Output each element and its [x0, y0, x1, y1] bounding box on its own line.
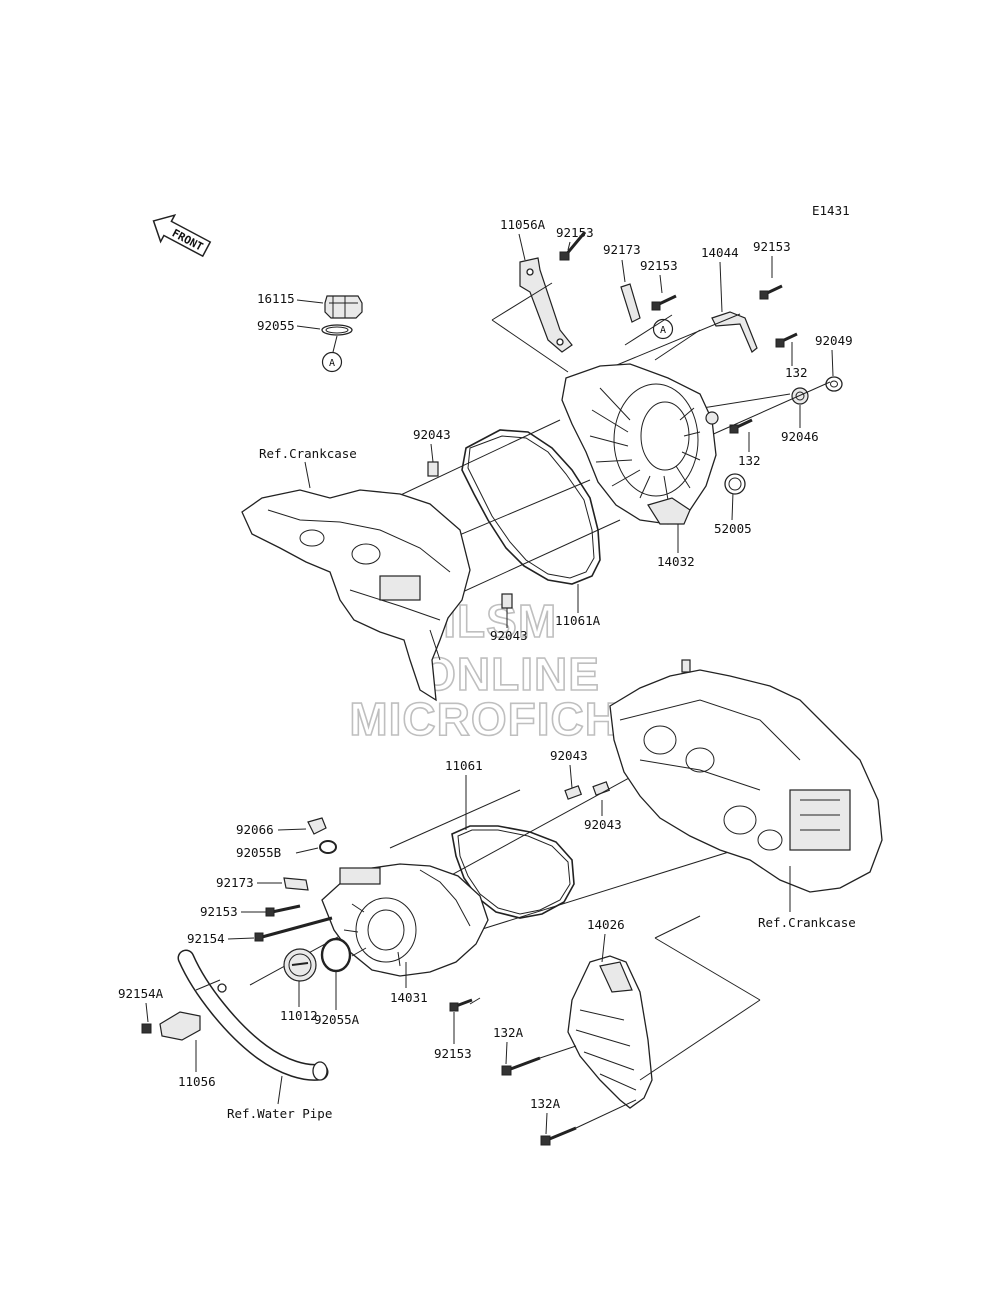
- label-132A-a: 132A: [493, 1025, 524, 1040]
- label-14026: 14026: [587, 917, 625, 932]
- label-132A-b: 132A: [530, 1096, 561, 1111]
- oil-filler-cap: [324, 295, 363, 319]
- label-92154A: 92154A: [118, 986, 164, 1001]
- label-92153-e: 92153: [434, 1046, 472, 1061]
- seal-92046: [791, 387, 809, 405]
- bolt-92154: [254, 916, 333, 942]
- label-14044: 14044: [701, 245, 739, 260]
- label-92153-b: 92153: [640, 258, 678, 273]
- timing-cap-11012: [283, 948, 317, 982]
- bracket-14044: [711, 311, 758, 353]
- water-pipe: [177, 949, 329, 1081]
- label-132-b: 132: [738, 453, 761, 468]
- dowel-92043-a: [427, 461, 439, 477]
- diagram-code: E1431: [812, 203, 850, 218]
- label-92055B: 92055B: [236, 845, 281, 860]
- front-arrow-icon: FRONT: [152, 214, 212, 258]
- ref-mark-a-right: A: [652, 318, 674, 340]
- label-16115: 16115: [257, 291, 295, 306]
- label-11056: 11056: [178, 1074, 216, 1089]
- label-92153-d: 92153: [200, 904, 238, 919]
- sprocket-cover-14026: [567, 955, 653, 1109]
- label-92043-a: 92043: [413, 427, 451, 442]
- pin-92173-a: [620, 283, 641, 323]
- label-11061A: 11061A: [555, 613, 601, 628]
- watermark-line-2: ONLINE: [420, 648, 600, 700]
- generator-cover-14031: [321, 863, 489, 977]
- label-92055A: 92055A: [314, 1012, 360, 1027]
- label-14031: 14031: [390, 990, 428, 1005]
- label-11056A: 11056A: [500, 217, 546, 232]
- bolt-92153-c: [759, 284, 783, 300]
- ref-crankcase-a: Ref.Crankcase: [259, 446, 357, 461]
- label-92153-c: 92153: [753, 239, 791, 254]
- ref-mark-a-left: A: [321, 351, 343, 373]
- plug-92066: [307, 817, 327, 835]
- oil-seal-52005: [724, 473, 746, 495]
- label-92153-a: 92153: [556, 225, 594, 240]
- label-92055: 92055: [257, 318, 295, 333]
- clutch-cover-14032: [561, 363, 719, 525]
- label-11012: 11012: [280, 1008, 318, 1023]
- bolt-92153-b: [651, 294, 677, 311]
- bracket-11056A: [519, 257, 573, 353]
- ref-water-pipe: Ref.Water Pipe: [227, 1106, 332, 1121]
- gasket-11061A: [461, 429, 601, 585]
- label-92043-d: 92043: [584, 817, 622, 832]
- washer-92049: [825, 376, 843, 392]
- bolt-132A-b: [540, 1126, 577, 1146]
- label-92066: 92066: [236, 822, 274, 837]
- watermark: HLSM ONLINE MICROFICHE: [349, 594, 651, 746]
- dowel-92043-b: [501, 593, 513, 609]
- svg-text:A: A: [660, 325, 666, 336]
- bolt-92154A: [141, 1023, 152, 1034]
- bolt-132-a: [775, 332, 798, 348]
- label-92154: 92154: [187, 931, 225, 946]
- bracket-11056: [159, 1011, 201, 1041]
- label-92046: 92046: [781, 429, 819, 444]
- pin-92173-b: [283, 877, 309, 891]
- o-ring-92055A: [320, 937, 352, 973]
- label-14032: 14032: [657, 554, 695, 569]
- label-11061: 11061: [445, 758, 483, 773]
- crankcase-upper: [241, 489, 471, 702]
- label-92043-b: 92043: [490, 628, 528, 643]
- dowel-92043-c: [564, 785, 583, 800]
- label-92173-a: 92173: [603, 242, 641, 257]
- label-92043-c: 92043: [550, 748, 588, 763]
- label-52005: 52005: [714, 521, 752, 536]
- label-92049: 92049: [815, 333, 853, 348]
- svg-text:A: A: [329, 358, 335, 369]
- watermark-line-3: MICROFICHE: [349, 693, 650, 745]
- ref-crankcase-b: Ref.Crankcase: [758, 915, 856, 930]
- label-132-a: 132: [785, 365, 808, 380]
- bolt-92153-d: [265, 904, 301, 917]
- gasket-11061: [451, 825, 575, 919]
- label-92173-b: 92173: [216, 875, 254, 890]
- bolt-132A-a: [501, 1056, 541, 1076]
- bolt-92153-a: [559, 231, 587, 261]
- o-ring-92055B: [319, 840, 337, 854]
- bolt-92153-e: [449, 998, 473, 1012]
- crankcase-lower: [609, 659, 883, 893]
